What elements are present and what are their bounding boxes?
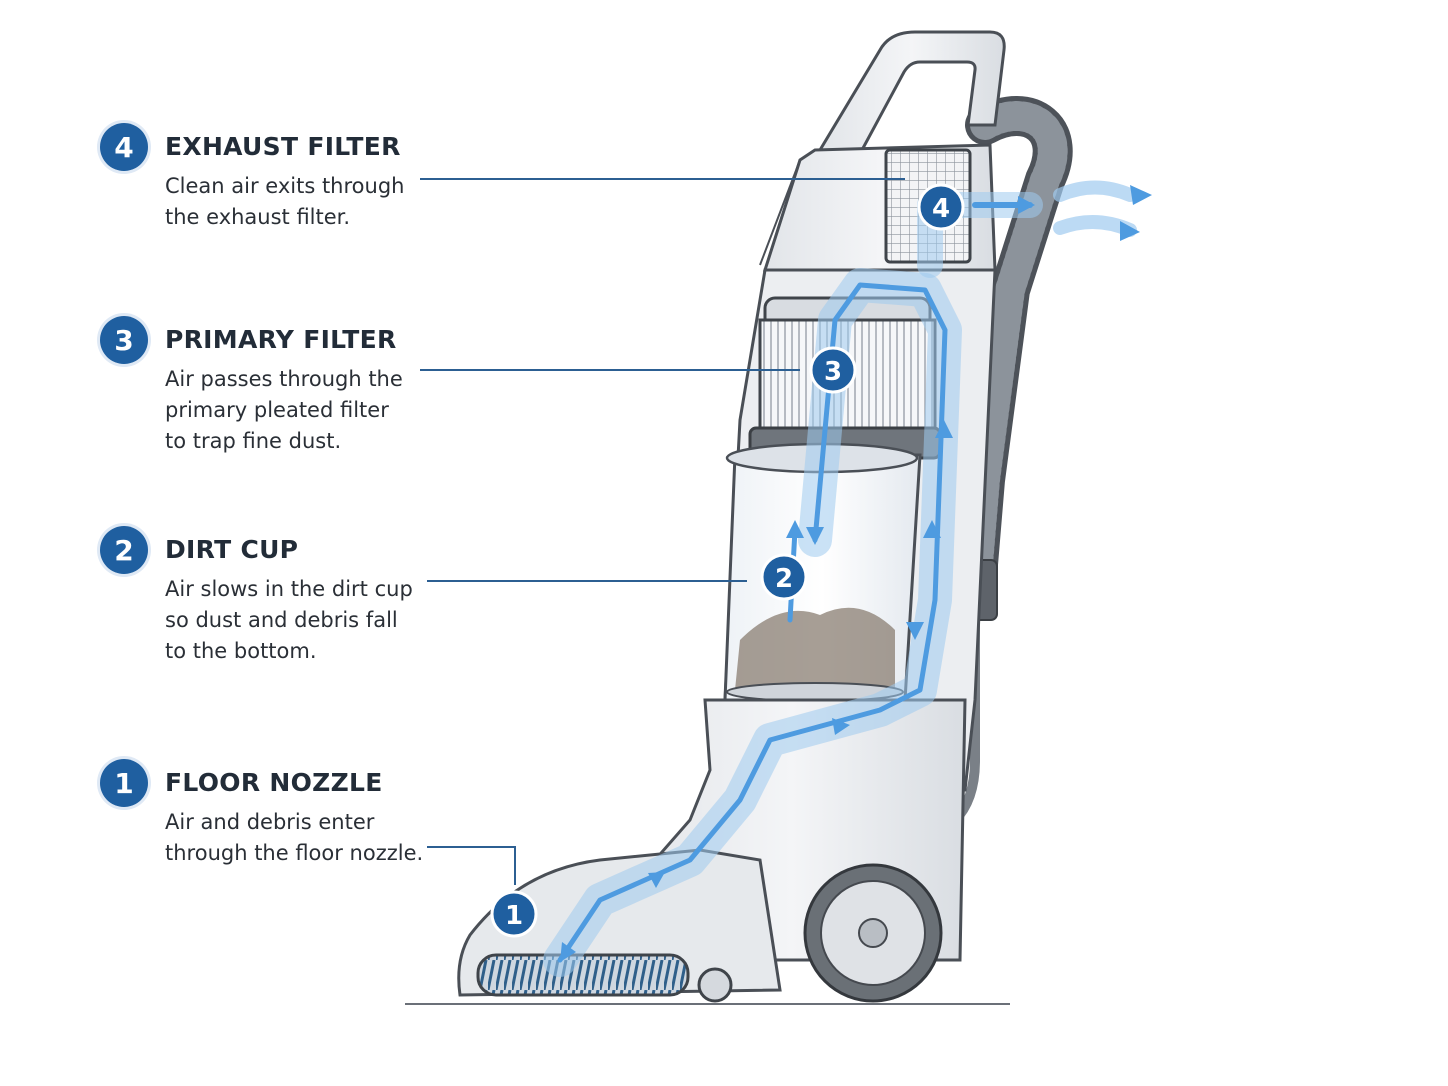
callout-description: Air passes through the primary pleated f… [165, 364, 435, 457]
description-line: Air passes through the [165, 367, 403, 391]
callout-number-badge: 3 [100, 316, 148, 364]
marker-3-label: 3 [824, 357, 842, 387]
description-line: Air slows in the dirt cup [165, 577, 413, 601]
callout-title: PRIMARY FILTER [165, 325, 397, 354]
description-line: to trap fine dust. [165, 429, 342, 453]
description-line: to the bottom. [165, 639, 317, 663]
diagram-marker-1: 1 [490, 890, 538, 938]
rear-wheel [803, 863, 943, 1003]
callout-description: Air and debris enter through the floor n… [165, 807, 435, 869]
description-line: primary pleated filter [165, 398, 389, 422]
marker-2-label: 2 [775, 564, 793, 594]
diagram-marker-4: 4 [917, 183, 965, 231]
callout-description: Air slows in the dirt cup so dust and de… [165, 574, 435, 667]
marker-1-label: 1 [505, 901, 523, 931]
brush-roll [476, 953, 690, 997]
description-line: Clean air exits through [165, 174, 405, 198]
callout-title: DIRT CUP [165, 535, 299, 564]
diagram-marker-3: 3 [809, 346, 857, 394]
callout-title: EXHAUST FILTER [165, 132, 401, 161]
handle [817, 30, 1006, 152]
marker-4-label: 4 [932, 194, 950, 224]
callout-number-badge: 2 [100, 526, 148, 574]
description-line: through the floor nozzle. [165, 841, 424, 865]
hose [951, 96, 1073, 824]
callout-description: Clean air exits through the exhaust filt… [165, 171, 435, 233]
airflow-arrowheads [560, 185, 1152, 962]
description-line: Air and debris enter [165, 810, 375, 834]
callout-number-badge: 4 [100, 123, 148, 171]
callout-number-badge: 1 [100, 759, 148, 807]
description-line: the exhaust filter. [165, 205, 351, 229]
airflow-path [543, 180, 1137, 977]
description-line: so dust and debris fall [165, 608, 398, 632]
diagram-marker-2: 2 [760, 553, 808, 601]
callout-title: FLOOR NOZZLE [165, 768, 383, 797]
leader-lines [420, 178, 905, 885]
